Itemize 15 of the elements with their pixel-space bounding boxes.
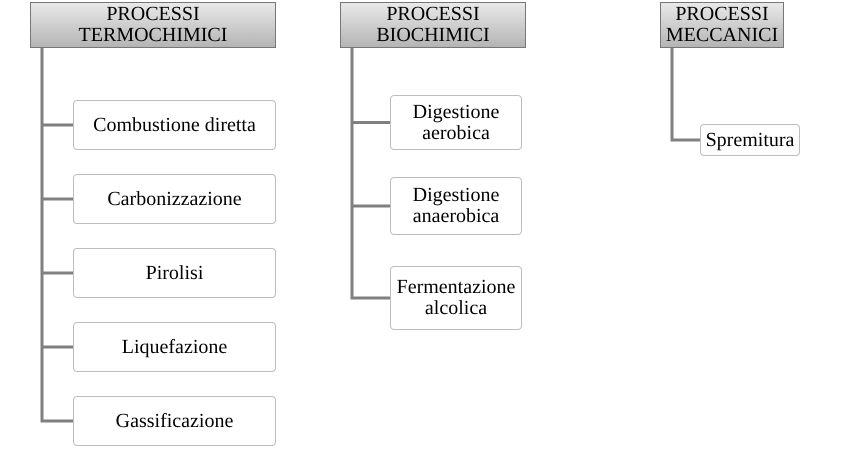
- process-box: Combustione diretta: [73, 100, 276, 150]
- category-header: PROCESSI MECCANICI: [660, 2, 784, 48]
- connector-line: [40, 48, 73, 422]
- category-header: PROCESSI BIOCHIMICI: [340, 2, 526, 48]
- category-header: PROCESSI TERMOCHIMICI: [30, 2, 276, 48]
- connector-line: [670, 48, 700, 142]
- process-box: Fermentazione alcolica: [390, 266, 522, 330]
- connector-line: [350, 48, 390, 300]
- process-box: Digestione aerobica: [390, 95, 522, 150]
- process-box: Spremitura: [700, 124, 800, 156]
- process-box: Liquefazione: [73, 322, 276, 372]
- process-box: Pirolisi: [73, 248, 276, 298]
- process-box: Gassificazione: [73, 396, 276, 446]
- process-box: Carbonizzazione: [73, 174, 276, 224]
- process-box: Digestione anaerobica: [390, 177, 522, 235]
